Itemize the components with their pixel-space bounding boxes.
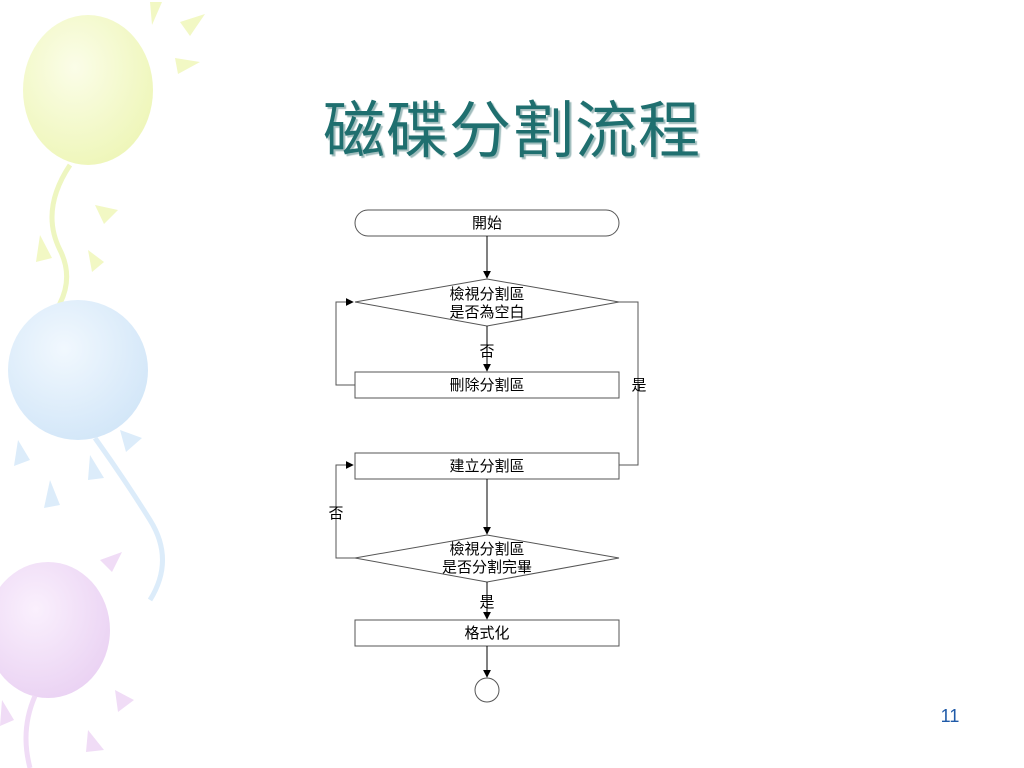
page-number: 11 xyxy=(940,706,960,726)
yellow-ray xyxy=(175,58,200,74)
decision1-line1: 檢視分割區 xyxy=(449,285,524,303)
decision1-line2: 是否為空白 xyxy=(449,303,524,321)
blue-balloon xyxy=(8,300,148,440)
decision1-no-label: 否 xyxy=(479,342,494,360)
loop-decision2-to-create xyxy=(335,461,355,559)
blue-ray xyxy=(88,455,104,480)
create-step-label: 建立分割區 xyxy=(449,457,524,475)
yellow-ray xyxy=(150,2,162,25)
purple-ray xyxy=(86,730,104,752)
purple-ray xyxy=(100,552,122,572)
yellow-balloon xyxy=(23,15,153,165)
start-label: 開始 xyxy=(472,214,502,232)
create-step xyxy=(354,452,620,480)
decision2-no-label: 否 xyxy=(328,504,343,522)
decision2-yes-label: 是 xyxy=(479,593,494,611)
purple-ray xyxy=(0,700,14,726)
delete-step-label: 刪除分割區 xyxy=(449,376,524,394)
balloon-decoration xyxy=(0,2,205,768)
decision2-line1: 檢視分割區 xyxy=(449,540,524,558)
yellow-ray xyxy=(88,250,104,272)
yellow-ray xyxy=(95,205,118,224)
blue-balloon-string xyxy=(92,436,165,602)
format-step xyxy=(354,619,620,647)
slide-title: 磁碟分割流程 xyxy=(0,80,1024,170)
slide-title-text: 磁碟分割流程 xyxy=(322,94,701,167)
purple-balloon-string xyxy=(23,694,38,768)
purple-balloon xyxy=(0,562,110,698)
decision1-yes-label: 是 xyxy=(631,376,646,394)
decision2-line2: 是否分割完畢 xyxy=(442,558,532,576)
loop-delete-to-decision1 xyxy=(335,298,355,386)
yellow-ray xyxy=(180,14,205,36)
purple-ray xyxy=(115,690,134,712)
yellow-ray xyxy=(36,235,52,262)
end-node xyxy=(474,677,500,703)
branch-decision1-yes-to-create xyxy=(619,301,639,466)
delete-step xyxy=(354,371,620,399)
blue-ray xyxy=(120,430,142,452)
blue-ray xyxy=(14,440,30,466)
format-step-label: 格式化 xyxy=(464,624,509,642)
blue-ray xyxy=(44,480,60,508)
